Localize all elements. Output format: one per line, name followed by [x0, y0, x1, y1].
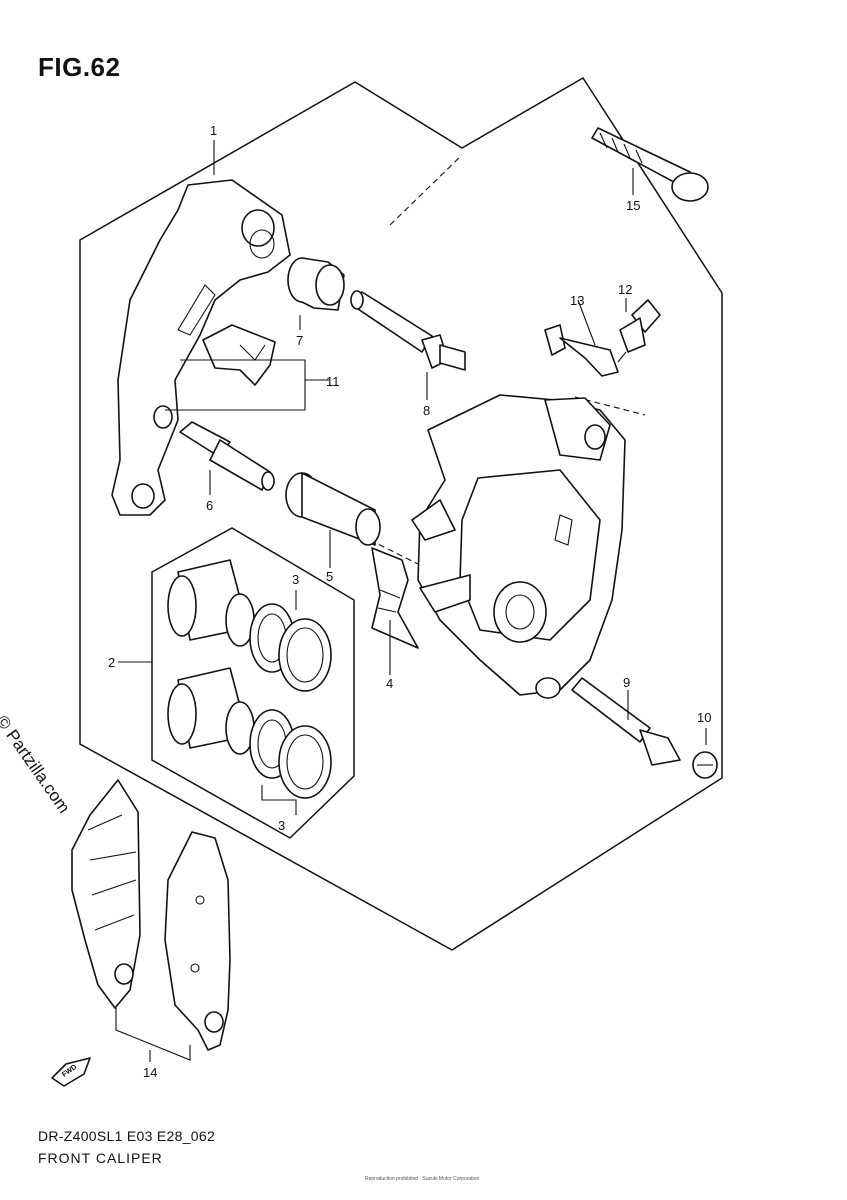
brake-pad-rear [164, 831, 231, 1051]
callout-15: 15 [626, 198, 640, 213]
guide-line [389, 154, 463, 226]
piston-upper [167, 559, 255, 647]
bleeder-valve [617, 299, 661, 363]
caliper-body [411, 394, 626, 699]
callout-9: 9 [623, 675, 630, 690]
piston-dust-seal-lower [278, 725, 332, 799]
callout-3-upper: 3 [292, 572, 299, 587]
slide-pin-rear [571, 677, 681, 766]
callout-14: 14 [143, 1065, 157, 1080]
callout-5: 5 [326, 569, 333, 584]
piston-group-boundary [151, 527, 355, 839]
callout-8: 8 [423, 403, 430, 418]
callout-3-lower: 3 [278, 818, 285, 833]
fwd-arrow: FWD [51, 1057, 91, 1087]
pad-spring [202, 324, 276, 386]
callout-11: 11 [326, 374, 340, 389]
callout-2: 2 [108, 655, 115, 670]
bleeder-cap [544, 324, 619, 377]
slide-pin-upper [350, 290, 466, 371]
assembly-boundary [79, 76, 723, 951]
callout-4: 4 [386, 676, 393, 691]
brake-pad-front [71, 779, 141, 1009]
caliper-mounting-bolt [591, 127, 709, 202]
callout-6: 6 [206, 498, 213, 513]
dust-boot [287, 257, 345, 311]
pad-retainer-clip [371, 547, 419, 649]
piston-lower [167, 667, 255, 755]
figure-title: FIG.62 [38, 52, 121, 82]
fine-print: Reproduction prohibited · Suzuki Motor C… [365, 1176, 480, 1182]
callout-13: 13 [570, 293, 584, 308]
callout-1: 1 [210, 123, 217, 138]
assembly-name: FRONT CALIPER [38, 1150, 163, 1166]
slide-pin-lower [179, 421, 275, 491]
sleeve [285, 472, 381, 546]
plug [692, 751, 718, 779]
piston-dust-seal-upper [278, 618, 332, 692]
leader-lines [115, 140, 707, 1062]
callout-12: 12 [618, 282, 632, 297]
model-code: DR-Z400SL1 E03 E28_062 [38, 1128, 216, 1144]
callout-7: 7 [296, 333, 303, 348]
callout-10: 10 [697, 710, 711, 725]
caliper-bracket [111, 179, 291, 516]
